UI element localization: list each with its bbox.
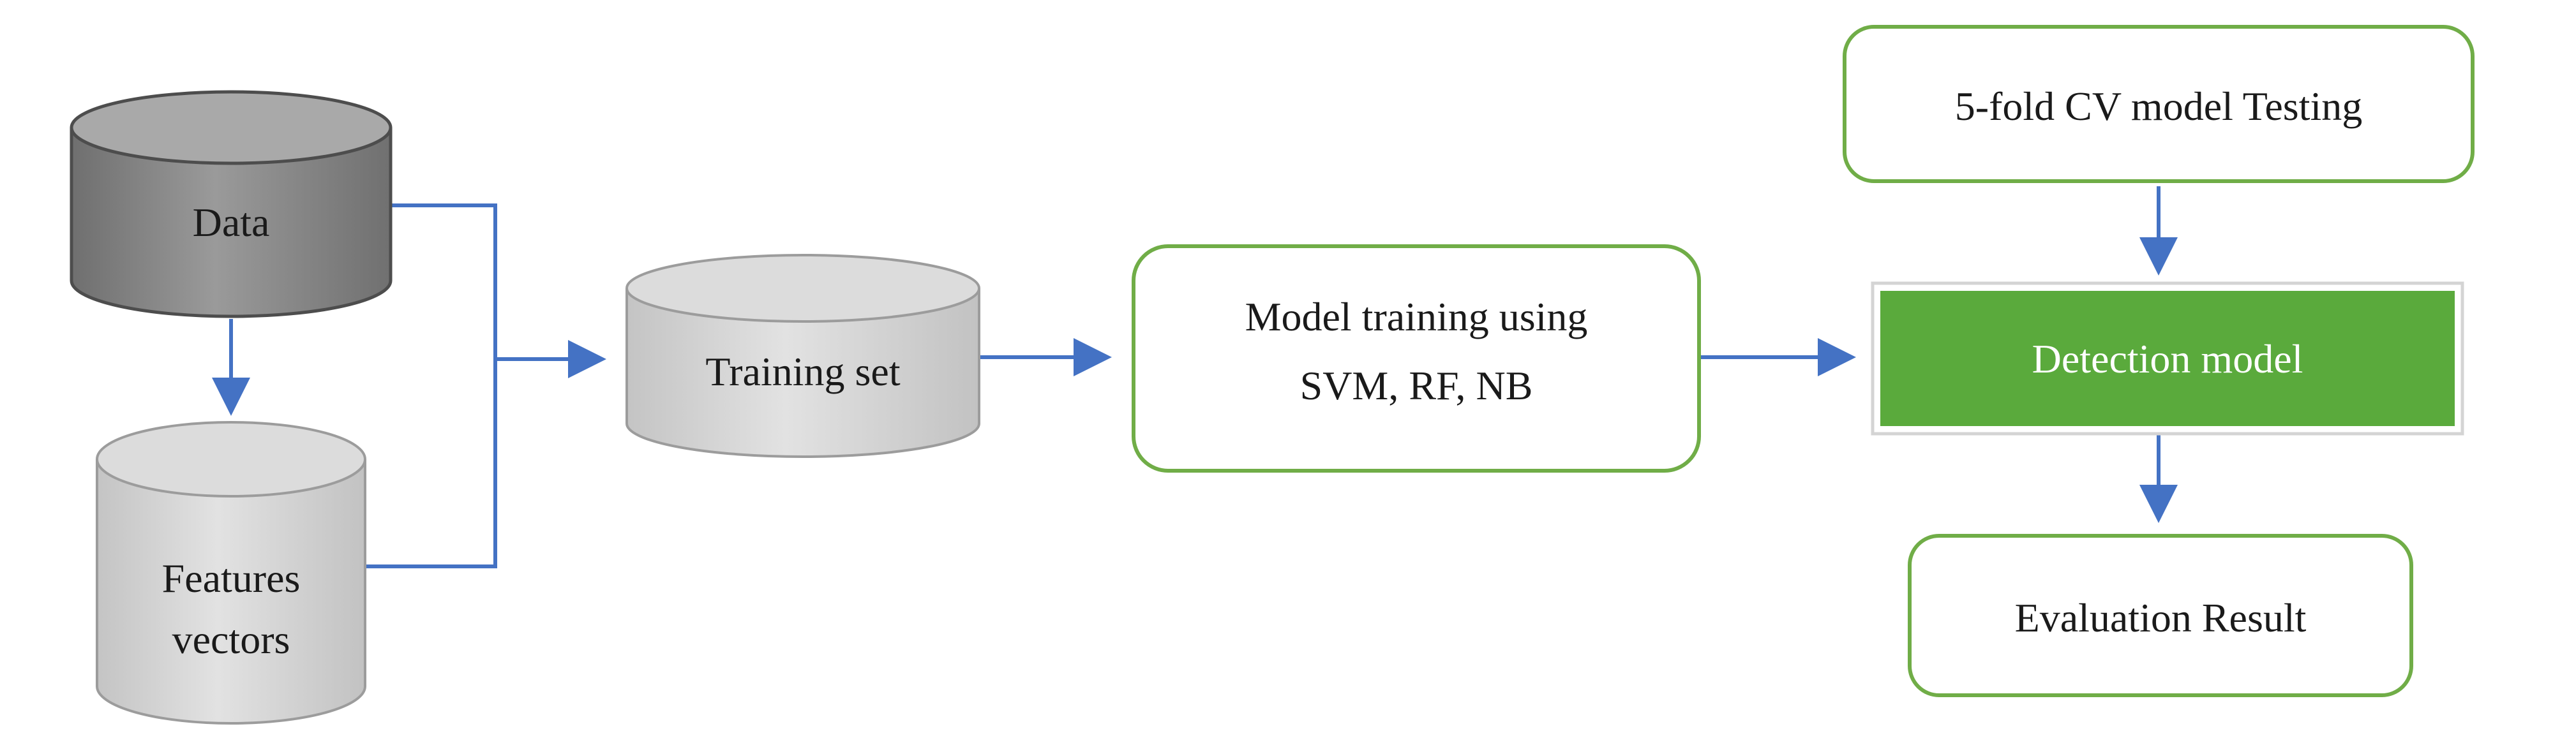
features-label-line2: vectors	[172, 617, 290, 662]
detection-model-box: Detection model	[1871, 281, 2464, 436]
data-label: Data	[193, 200, 270, 245]
evaluation-result-label: Evaluation Result	[2015, 595, 2307, 640]
detection-model-label: Detection model	[2032, 336, 2303, 381]
training-set-label: Training set	[705, 349, 900, 394]
features-label-line1: Features	[162, 556, 301, 601]
cv-testing-label: 5-fold CV model Testing	[1955, 84, 2362, 129]
model-training-box: Model training using SVM, RF, NB	[1132, 244, 1701, 473]
training-set-cylinder: Training set	[625, 254, 980, 458]
evaluation-result-box: Evaluation Result	[1908, 534, 2413, 697]
model-training-label-line1: Model training using	[1245, 294, 1588, 339]
cv-testing-box: 5-fold CV model Testing	[1843, 25, 2475, 183]
connector-data-to-merge	[365, 203, 497, 568]
connectors	[212, 186, 2178, 568]
data-cylinder: Data	[70, 90, 393, 318]
features-vectors-cylinder: Features vectors	[96, 421, 366, 725]
model-training-label-line2: SVM, RF, NB	[1300, 363, 1533, 408]
